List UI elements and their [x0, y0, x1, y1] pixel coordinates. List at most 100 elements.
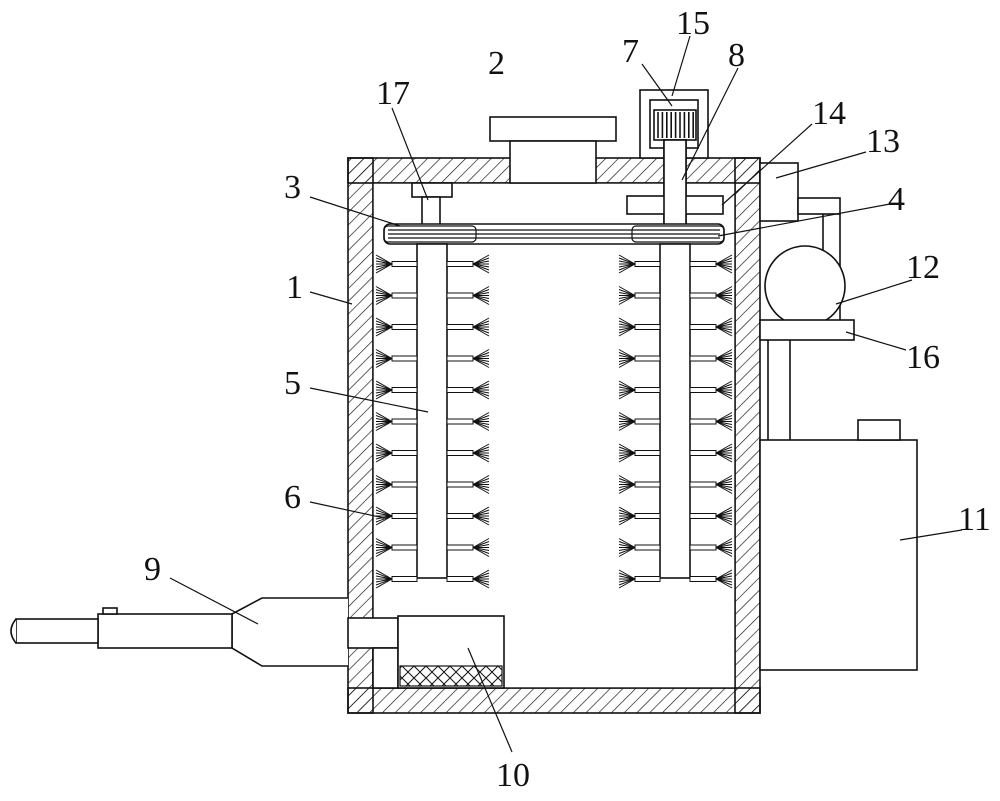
- bristle-tuft: [618, 538, 636, 557]
- bristle-tuft: [618, 286, 636, 305]
- drive-belt: [383, 223, 725, 245]
- bristle-bar: [634, 576, 661, 582]
- bristle-tuft: [375, 475, 393, 494]
- bristle-bar: [391, 544, 418, 551]
- bristle-tuft: [715, 349, 733, 368]
- bristle-bar: [689, 261, 717, 267]
- bristle-tuft: [472, 380, 490, 400]
- bristle-tuft: [375, 254, 393, 274]
- label-4: 4: [888, 181, 905, 218]
- label-14: 14: [812, 95, 846, 132]
- bristle-bar: [689, 355, 717, 362]
- bristle-bar: [634, 292, 661, 299]
- bristle-bar: [391, 513, 418, 519]
- bristle-bar: [446, 292, 474, 299]
- brush-bristles: [375, 254, 733, 589]
- left-bearing: [411, 182, 453, 226]
- label-6: 6: [284, 479, 301, 516]
- bristle-bar: [689, 481, 717, 488]
- bristle-bar: [446, 355, 474, 362]
- bristle-bar: [446, 324, 474, 330]
- bristle-tuft: [375, 538, 393, 557]
- bristle-tuft: [375, 349, 393, 368]
- label-9: 9: [144, 551, 161, 588]
- bristle-tuft: [715, 254, 733, 274]
- bristle-bar: [391, 481, 418, 488]
- bristle-bar: [446, 481, 474, 488]
- bristle-tuft: [715, 538, 733, 557]
- label-11: 11: [958, 501, 991, 538]
- bristle-bar: [391, 387, 418, 393]
- bristle-bar: [634, 355, 661, 362]
- bristle-tuft: [618, 254, 636, 274]
- bristle-bar: [634, 324, 661, 330]
- bristle-tuft: [715, 569, 733, 589]
- label-8: 8: [728, 37, 745, 74]
- bristle-bar: [446, 418, 474, 425]
- bristle-bar: [446, 513, 474, 519]
- bristle-tuft: [618, 317, 636, 337]
- brush-shafts: [416, 243, 691, 579]
- bristle-tuft: [472, 475, 490, 494]
- bristle-bar: [391, 292, 418, 299]
- bristle-tuft: [715, 506, 733, 526]
- bristle-bar: [446, 576, 474, 582]
- label-3: 3: [284, 169, 301, 206]
- bristle-tuft: [618, 506, 636, 526]
- bristle-tuft: [375, 286, 393, 305]
- label-17: 17: [376, 75, 410, 112]
- bristle-bar: [391, 576, 418, 582]
- bristle-bar: [446, 450, 474, 456]
- bristle-tuft: [375, 443, 393, 463]
- label-5: 5: [284, 365, 301, 402]
- label-1: 1: [286, 269, 303, 306]
- bristle-tuft: [715, 380, 733, 400]
- bristle-bar: [634, 418, 661, 425]
- bristle-bar: [689, 544, 717, 551]
- bristle-tuft: [472, 538, 490, 557]
- bristle-bar: [689, 292, 717, 299]
- label-2: 2: [488, 45, 505, 82]
- bristle-bar: [391, 355, 418, 362]
- bristle-tuft: [715, 317, 733, 337]
- bristle-tuft: [618, 569, 636, 589]
- bristle-bar: [446, 387, 474, 393]
- bristle-tuft: [472, 286, 490, 305]
- label-13: 13: [866, 123, 900, 160]
- bristle-bar: [689, 324, 717, 330]
- bristle-tuft: [472, 506, 490, 526]
- leader-lines: [169, 35, 963, 753]
- bristle-bar: [391, 450, 418, 456]
- bristle-bar: [689, 418, 717, 425]
- part-labels: 1 2 3 4 5 6 7 8 9 10 11 12 13 14 15 16 1…: [144, 5, 991, 794]
- bristle-bar: [689, 450, 717, 456]
- bristle-bar: [446, 261, 474, 267]
- bristle-tuft: [375, 317, 393, 337]
- bristle-bar: [634, 387, 661, 393]
- bristle-bar: [446, 544, 474, 551]
- side-motor-assembly: [759, 162, 855, 440]
- bristle-bar: [634, 450, 661, 456]
- bristle-bar: [634, 513, 661, 519]
- label-15: 15: [676, 5, 710, 42]
- bristle-tuft: [715, 412, 733, 431]
- bristle-tuft: [618, 380, 636, 400]
- bristle-tuft: [618, 412, 636, 431]
- label-10: 10: [496, 757, 530, 794]
- bristle-tuft: [375, 412, 393, 431]
- bristle-tuft: [472, 254, 490, 274]
- right-drive-shaft: [626, 139, 724, 229]
- bristle-tuft: [618, 443, 636, 463]
- bristle-bar: [634, 481, 661, 488]
- bristle-tuft: [715, 443, 733, 463]
- bristle-tuft: [472, 569, 490, 589]
- bristle-bar: [391, 261, 418, 267]
- pump-box: [759, 419, 918, 671]
- bristle-tuft: [715, 475, 733, 494]
- label-12: 12: [906, 249, 940, 286]
- bristle-bar: [689, 387, 717, 393]
- bristle-bar: [689, 513, 717, 519]
- bristle-tuft: [618, 349, 636, 368]
- bristle-tuft: [472, 349, 490, 368]
